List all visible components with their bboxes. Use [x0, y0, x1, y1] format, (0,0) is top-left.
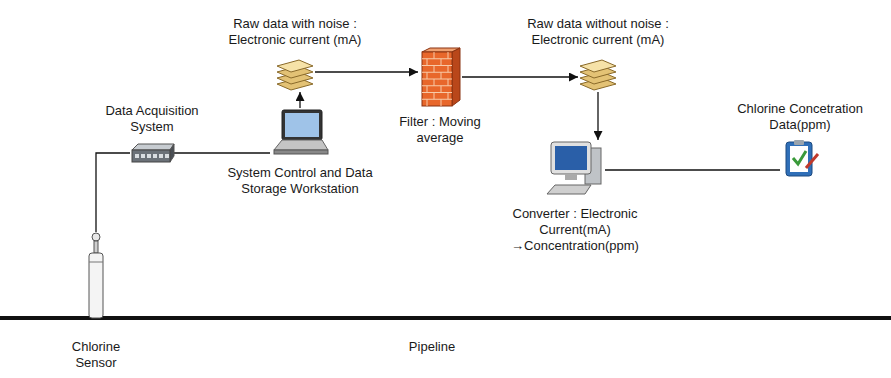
clipboard-board	[786, 142, 812, 176]
node-label: Chlorine Concetration Data(ppm)	[725, 101, 875, 133]
data-stack-icon-drawing	[578, 52, 618, 92]
brick-joint	[427, 72, 428, 79]
node-label: Raw data with noise : Electronic current…	[210, 16, 380, 48]
connector-line	[174, 152, 270, 153]
node-label: Chlorine Sensor	[56, 339, 136, 371]
connector-line	[299, 92, 300, 108]
brick-joint	[448, 66, 449, 73]
device-port	[147, 154, 151, 158]
label-text: Filter : Moving average	[390, 114, 490, 146]
workstation-laptop-drawing	[270, 108, 330, 158]
node-label: System Control and Data Storage Workstat…	[225, 165, 375, 197]
connector-line	[315, 71, 418, 72]
monitor-screen	[555, 146, 587, 170]
report-icon-drawing	[780, 138, 820, 178]
node-label: Raw data without noise : Electronic curr…	[513, 16, 683, 48]
filter-icon-drawing	[418, 46, 462, 108]
laptop-base	[274, 150, 328, 154]
device-port	[135, 154, 139, 158]
wall-side	[452, 48, 460, 106]
brick-joint	[448, 93, 449, 100]
converter-computer-drawing	[545, 140, 605, 200]
brick-joint	[441, 99, 442, 106]
label-text: System Control and Data Storage Workstat…	[225, 165, 375, 197]
brick-joint	[434, 93, 435, 100]
wall-front	[422, 52, 452, 106]
data-stack-icon-drawing	[275, 52, 315, 92]
laptop-screen	[285, 113, 319, 137]
pc-keyboard	[547, 185, 591, 194]
monitor-frame	[551, 142, 591, 174]
brick-joint	[441, 86, 442, 93]
sensor-body	[89, 253, 103, 318]
device-side	[170, 144, 174, 162]
check-mark	[793, 151, 806, 164]
device-port	[159, 154, 163, 158]
brick-joint	[427, 59, 428, 66]
sensor-neck	[94, 241, 98, 253]
brick-joint	[434, 66, 435, 73]
pipeline-line	[0, 316, 891, 320]
device-port	[153, 154, 157, 158]
device-front	[132, 150, 170, 162]
label-text: Raw data with noise : Electronic current…	[210, 16, 380, 48]
data-stack-icon: Raw data without noise : Electronic curr…	[578, 52, 618, 92]
sensor-probe-drawing	[86, 232, 106, 318]
connector-line	[462, 76, 578, 77]
monitor-stand	[565, 174, 577, 180]
device-top	[132, 144, 174, 150]
brick-joint	[448, 79, 449, 86]
data-stack-icon: Raw data with noise : Electronic current…	[275, 52, 315, 92]
brick-joint	[441, 72, 442, 79]
label-text: Converter : Electronic Current(mA) →Conc…	[495, 206, 655, 254]
workstation-laptop: System Control and Data Storage Workstat…	[270, 108, 330, 158]
filter-icon: Filter : Moving average	[418, 46, 462, 108]
converter-computer: Converter : Electronic Current(mA) →Conc…	[545, 140, 605, 200]
brick-joint	[434, 52, 435, 59]
clipboard-clip	[794, 140, 804, 145]
pipeline-label: Pipeline	[409, 339, 455, 355]
acquisition-device: Data Acquisition System	[130, 140, 174, 166]
sensor-band	[89, 262, 103, 263]
clipboard-paper	[790, 146, 808, 172]
brick-joint	[441, 59, 442, 66]
brick-joint	[434, 79, 435, 86]
device-port	[141, 154, 145, 158]
node-label: Converter : Electronic Current(mA) →Conc…	[495, 206, 655, 254]
laptop-keyboard	[274, 140, 328, 150]
label-text: Data Acquisition System	[96, 103, 208, 135]
sensor-probe: Chlorine Sensor	[86, 232, 106, 318]
report-icon: Chlorine Concetration Data(ppm)	[780, 138, 820, 178]
connector-line	[597, 92, 598, 140]
brick-joint	[448, 52, 449, 59]
paper-sheet	[580, 60, 616, 72]
acquisition-device-drawing	[130, 140, 174, 166]
node-label: Filter : Moving average	[390, 114, 490, 146]
label-text: Chlorine Concetration Data(ppm)	[725, 101, 875, 133]
device-port	[165, 154, 169, 158]
pen	[806, 154, 818, 168]
brick-joint	[427, 99, 428, 106]
laptop-lid	[282, 110, 322, 140]
connector-line	[96, 153, 130, 232]
connector-line	[605, 169, 780, 170]
paper-sheet	[277, 60, 313, 72]
label-text: Raw data without noise : Electronic curr…	[513, 16, 683, 48]
brick-joint	[427, 86, 428, 93]
node-label: Data Acquisition System	[96, 103, 208, 135]
label-text: Chlorine Sensor	[56, 339, 136, 371]
sensor-tip	[92, 233, 100, 241]
